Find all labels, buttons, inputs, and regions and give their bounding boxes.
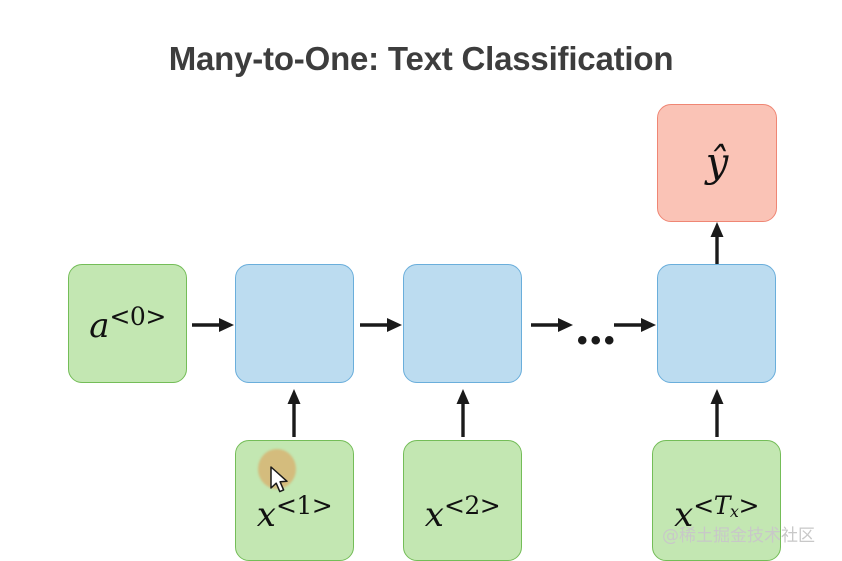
input-box-x2[interactable]: x<2> [403,440,522,561]
arrow-a0-to-hidden1 [192,318,234,332]
arrow-hidden2-to-ellipsis [531,318,573,332]
initial-state-base: a [89,306,110,346]
initial-state-box-a0[interactable]: a<0> [68,264,187,383]
input1-superscript: <1> [275,491,333,520]
output-box-yhat[interactable]: ŷ [657,104,777,222]
input3-sup-sub: x [729,502,739,521]
input3-base: x [674,495,694,535]
watermark-text: @稀土掘金技术社区 [662,526,815,546]
input3-superscript: <Tx> [693,491,759,521]
ellipsis-indicator: ••• [577,324,618,357]
input2-base: x [424,495,444,535]
page-title: Many-to-One: Text Classification [168,40,674,77]
input3-sup-var: T [713,491,731,520]
arrow-input1-to-hidden1 [287,389,301,437]
mouse-cursor [270,466,288,493]
input2-superscript: <2> [443,491,501,520]
input-label-xtx: x<Tx> [674,493,759,532]
output-label: ŷ [705,140,729,186]
arrow-input2-to-hidden2 [456,389,470,437]
input-label-x1: x<1> [257,493,333,532]
input-label-x2: x<2> [425,493,501,532]
arrow-hidden1-to-hidden2 [360,318,402,332]
input-box-x1[interactable]: x<1> [235,440,354,561]
arrow-ellipsis-to-hidden3 [614,318,656,332]
arrow-hidden3-to-output [710,222,724,268]
initial-state-superscript: <0> [109,302,166,331]
input1-base: x [256,495,276,535]
hidden-state-box-3[interactable] [657,264,776,383]
hidden-state-box-1[interactable] [235,264,354,383]
hidden-state-box-2[interactable] [403,264,522,383]
initial-state-label: a<0> [89,304,166,343]
input-box-xtx[interactable]: x<Tx> [652,440,781,561]
arrow-input3-to-hidden3 [710,389,724,437]
